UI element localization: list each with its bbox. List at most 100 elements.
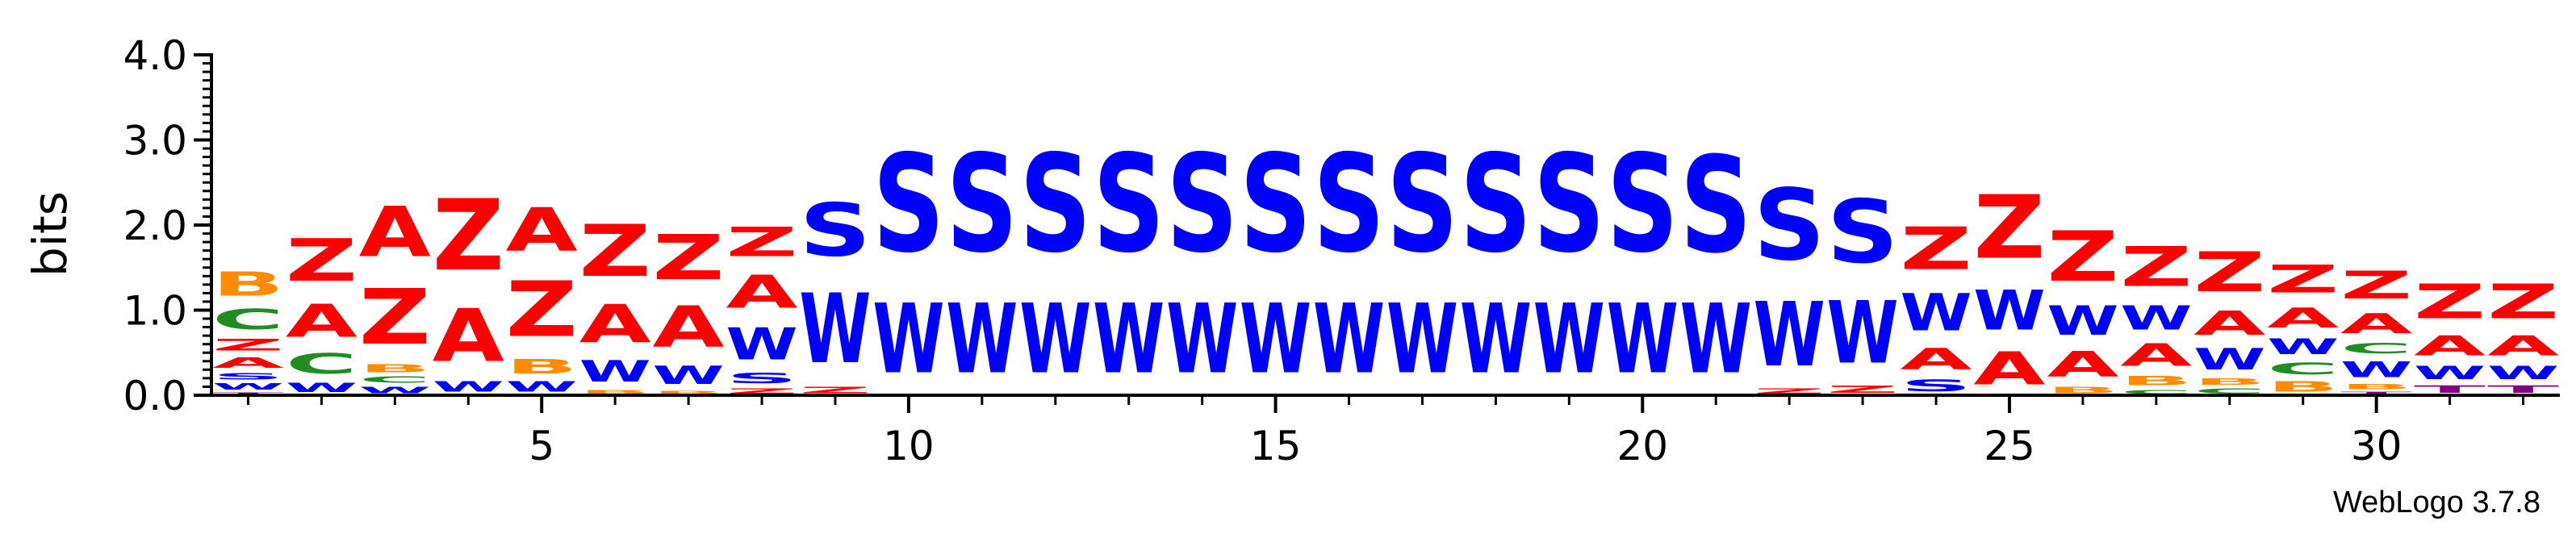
letter-C-pos-29: C (2267, 360, 2339, 378)
letter-A-pos-24: A (1900, 343, 1972, 377)
letter-A-pos-4: A (433, 294, 504, 378)
letter-W-pos-3: W (359, 385, 431, 395)
letter-Z-pos-30: Z (2340, 264, 2412, 307)
letter-C-pos-1: C (212, 303, 284, 336)
letter-B-pos-27: B (2120, 373, 2192, 389)
letter-A-pos-2: A (286, 295, 358, 348)
y-tick-label: 3.0 (123, 118, 187, 165)
letter-Z-pos-25: Z (1973, 177, 2045, 278)
letter-Z-pos-6: Z (579, 211, 651, 293)
letter-Z-pos-8: Z (726, 219, 797, 266)
letter-T-pos-31: T (2414, 383, 2486, 395)
letter-S-pos-22: S (1754, 168, 1825, 282)
letter-Z-pos-32: Z (2487, 275, 2559, 330)
letter-C-pos-27: C (2120, 389, 2192, 395)
letter-W-pos-1: W (212, 382, 284, 392)
letter-S-pos-11: S (946, 126, 1018, 282)
letter-S-pos-19: S (1533, 126, 1605, 282)
letter-W-pos-18: W (1460, 283, 1532, 394)
letter-Z-pos-22: Z (1754, 386, 1825, 395)
letter-C-pos-3: C (359, 375, 431, 386)
y-tick-label: 2.0 (123, 202, 187, 249)
letter-S-pos-10: S (872, 126, 944, 282)
letter-W-pos-20: W (1607, 283, 1679, 394)
letter-A-pos-26: A (2047, 344, 2118, 386)
letter-S-pos-17: S (1386, 126, 1458, 282)
letter-A-pos-7: A (653, 294, 725, 361)
letter-W-pos-24: W (1900, 284, 1972, 343)
letter-S-pos-9: S (799, 188, 871, 273)
letter-C-pos-2: C (286, 348, 358, 380)
letter-Z-pos-5: Z (506, 265, 578, 354)
letter-B-pos-6: B (579, 389, 651, 395)
letter-C-pos-30: C (2340, 340, 2412, 357)
y-tick-label: 0.0 (123, 373, 187, 419)
letter-W-pos-6: W (579, 354, 651, 388)
letter-A-pos-5: A (506, 195, 578, 265)
letter-W-pos-21: W (1680, 283, 1752, 394)
letter-A-pos-3: A (359, 192, 432, 273)
x-tick-label: 5 (529, 423, 554, 469)
letter-Z-pos-1: Z (212, 336, 284, 354)
letter-S-pos-13: S (1093, 126, 1165, 282)
letter-W-pos-16: W (1313, 283, 1385, 394)
letter-W-pos-23: W (1827, 284, 1899, 384)
x-tick-label: 15 (1250, 423, 1302, 469)
letter-W-pos-9: W (799, 273, 871, 385)
letter-Z-pos-3: Z (359, 273, 431, 361)
letter-W-pos-22: W (1754, 282, 1825, 386)
letter-S-pos-18: S (1460, 126, 1532, 282)
letter-A-pos-6: A (579, 294, 651, 355)
letter-S-pos-15: S (1240, 126, 1311, 282)
weblogo-version: WebLogo 3.7.8 (2332, 486, 2540, 519)
letter-A-pos-30: A (2340, 308, 2412, 340)
letter-Z-pos-24: Z (1900, 215, 1972, 282)
letter-W-pos-28: W (2193, 343, 2265, 377)
letter-W-pos-19: W (1533, 283, 1605, 394)
letter-Z-pos-27: Z (2120, 236, 2192, 299)
letter-S-pos-20: S (1607, 126, 1679, 282)
letter-S-pos-8: S (726, 369, 797, 386)
letter-B-pos-29: B (2267, 378, 2339, 395)
letter-S-pos-24: S (1900, 377, 1972, 395)
letter-W-pos-4: W (433, 378, 504, 395)
y-axis-label: bits (23, 191, 77, 277)
letter-W-pos-2: W (286, 380, 358, 395)
letter-B-pos-5: B (506, 355, 578, 378)
letter-T-pos-1: T (212, 392, 284, 395)
letter-S-pos-21: S (1680, 129, 1752, 283)
letter-W-pos-10: W (872, 283, 944, 394)
letter-S-pos-16: S (1313, 126, 1385, 282)
letter-Z-pos-23: Z (1827, 383, 1899, 395)
letter-W-pos-13: W (1093, 283, 1165, 394)
x-tick-label: 25 (1984, 423, 2035, 469)
letter-B-pos-3: B (359, 362, 431, 375)
letter-S-pos-14: S (1166, 126, 1238, 282)
letter-S-pos-12: S (1019, 126, 1091, 282)
letter-W-pos-14: W (1166, 283, 1238, 394)
letter-S-pos-23: S (1827, 181, 1899, 283)
x-tick-label: 20 (1616, 423, 1668, 469)
letter-W-pos-27: W (2120, 300, 2192, 338)
letter-B-pos-28: B (2193, 377, 2265, 387)
letter-W-pos-25: W (1973, 279, 2045, 343)
letter-Z-pos-29: Z (2267, 257, 2339, 301)
x-tick-label: 10 (883, 423, 935, 469)
letter-Z-pos-31: Z (2414, 275, 2486, 330)
letter-W-pos-32: W (2487, 362, 2559, 383)
letter-B-pos-1: B (212, 265, 284, 303)
letter-T-pos-30: T (2340, 391, 2412, 395)
letter-Z-pos-9: Z (799, 385, 871, 395)
letter-T-pos-32: T (2487, 383, 2559, 395)
letter-S-pos-1: S (212, 371, 284, 382)
letter-W-pos-12: W (1019, 283, 1091, 394)
letter-W-pos-31: W (2414, 362, 2486, 383)
letter-W-pos-29: W (2267, 335, 2339, 360)
letter-W-pos-15: W (1240, 283, 1311, 394)
letter-W-pos-11: W (946, 283, 1018, 394)
letter-B-pos-26: B (2047, 385, 2118, 395)
letter-B-pos-30: B (2340, 382, 2412, 391)
letter-Z-pos-8: Z (726, 386, 797, 395)
